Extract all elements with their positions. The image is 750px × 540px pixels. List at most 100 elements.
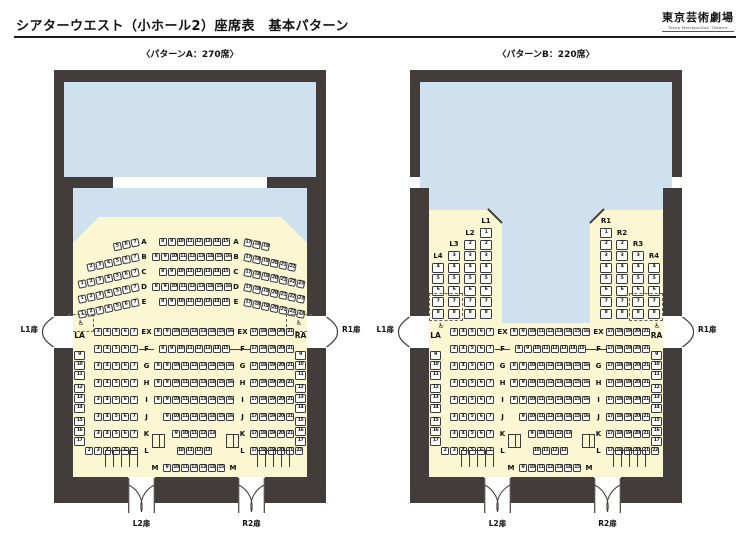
seat: 7 [448, 297, 460, 307]
seat: 4 [103, 273, 114, 284]
seat: 4 [103, 328, 111, 336]
theatre-logo: 東京芸術劇場 Tokyo Metropolitan Theatre [662, 9, 734, 32]
seat: 7 [130, 283, 140, 293]
seat: 12 [74, 384, 85, 393]
seat: 7 [130, 345, 138, 353]
door-r2-label: R2扉 [242, 519, 261, 528]
seat: 11 [185, 238, 194, 246]
seat: 12 [546, 464, 554, 472]
seat: 14 [208, 413, 216, 421]
seat: 13 [555, 379, 563, 387]
seat: 9 [163, 328, 171, 336]
seat: 12 [190, 328, 198, 336]
seat: 4 [103, 303, 114, 314]
door-swing-icon [682, 316, 695, 348]
seat: 13 [203, 345, 212, 353]
col-label-L2: L2 [465, 228, 475, 237]
seat: 3 [450, 345, 458, 353]
seat: 13 [430, 394, 441, 403]
seat: 13 [74, 394, 85, 403]
seat: 3 [450, 362, 458, 370]
seat: 10 [528, 413, 536, 421]
row-label-M-right: M [229, 464, 237, 472]
seat: 12 [651, 384, 662, 393]
seat: 5 [112, 362, 120, 370]
seat: 8 [154, 379, 162, 387]
door-l2-label: L2扉 [132, 519, 151, 528]
seat: 17 [606, 430, 614, 438]
seat: 11 [185, 298, 194, 306]
seat: 9 [430, 351, 441, 360]
seat: 9 [172, 430, 180, 438]
seat: 5 [468, 430, 476, 438]
seat: 10 [528, 328, 536, 336]
row-label-C-left: C [141, 268, 147, 276]
seat: 3 [450, 447, 458, 455]
row-label-L-right: L [240, 447, 245, 455]
seat: 15 [217, 464, 225, 472]
seat: 10 [176, 238, 185, 246]
seat: 13 [555, 464, 563, 472]
seat: 15 [217, 362, 225, 370]
row-label-H-left: H [499, 379, 506, 387]
seat: 10 [172, 396, 180, 404]
seat: 4 [480, 262, 492, 273]
seat: 5 [112, 241, 123, 252]
seat: 12 [194, 238, 203, 246]
seat: 14 [564, 379, 572, 387]
seat: 2 [441, 447, 449, 455]
row-label-I-right: I [241, 396, 244, 404]
seat: 4 [459, 396, 467, 404]
seat: 16 [295, 427, 306, 436]
seat: 11 [430, 371, 441, 380]
wall-ledge-left [54, 177, 113, 188]
seat: 1 [480, 228, 492, 238]
seat: 6 [121, 239, 132, 250]
seat: 13 [199, 413, 207, 421]
seat: 8 [158, 298, 167, 306]
seat: 6 [477, 396, 485, 404]
seat: 5 [480, 274, 492, 284]
seat: 15 [573, 379, 581, 387]
seat: 14 [564, 464, 572, 472]
wall-right-upper [316, 82, 326, 177]
row-label-J-left: J [501, 413, 504, 421]
seat: 20 [633, 379, 641, 387]
seat: 14 [568, 345, 577, 353]
door-l2 [128, 477, 155, 515]
seat: 9 [163, 379, 171, 387]
seat: 13 [197, 253, 205, 261]
wheelchair-space [629, 293, 663, 321]
row-label-H-right: H [239, 379, 246, 387]
seat: 11 [541, 447, 550, 455]
seat: 10 [176, 298, 185, 306]
seat: 17 [606, 379, 614, 387]
seat: 2 [464, 239, 476, 250]
row-label-H-left: H [143, 379, 150, 387]
seat: 4 [432, 262, 444, 273]
seat: 17 [606, 345, 614, 353]
seat: 17 [250, 362, 258, 370]
seat: 12 [188, 253, 196, 261]
seat: 7 [130, 362, 138, 370]
seat: 6 [477, 413, 485, 421]
seat: 12 [295, 384, 306, 393]
seat: 9 [163, 396, 171, 404]
